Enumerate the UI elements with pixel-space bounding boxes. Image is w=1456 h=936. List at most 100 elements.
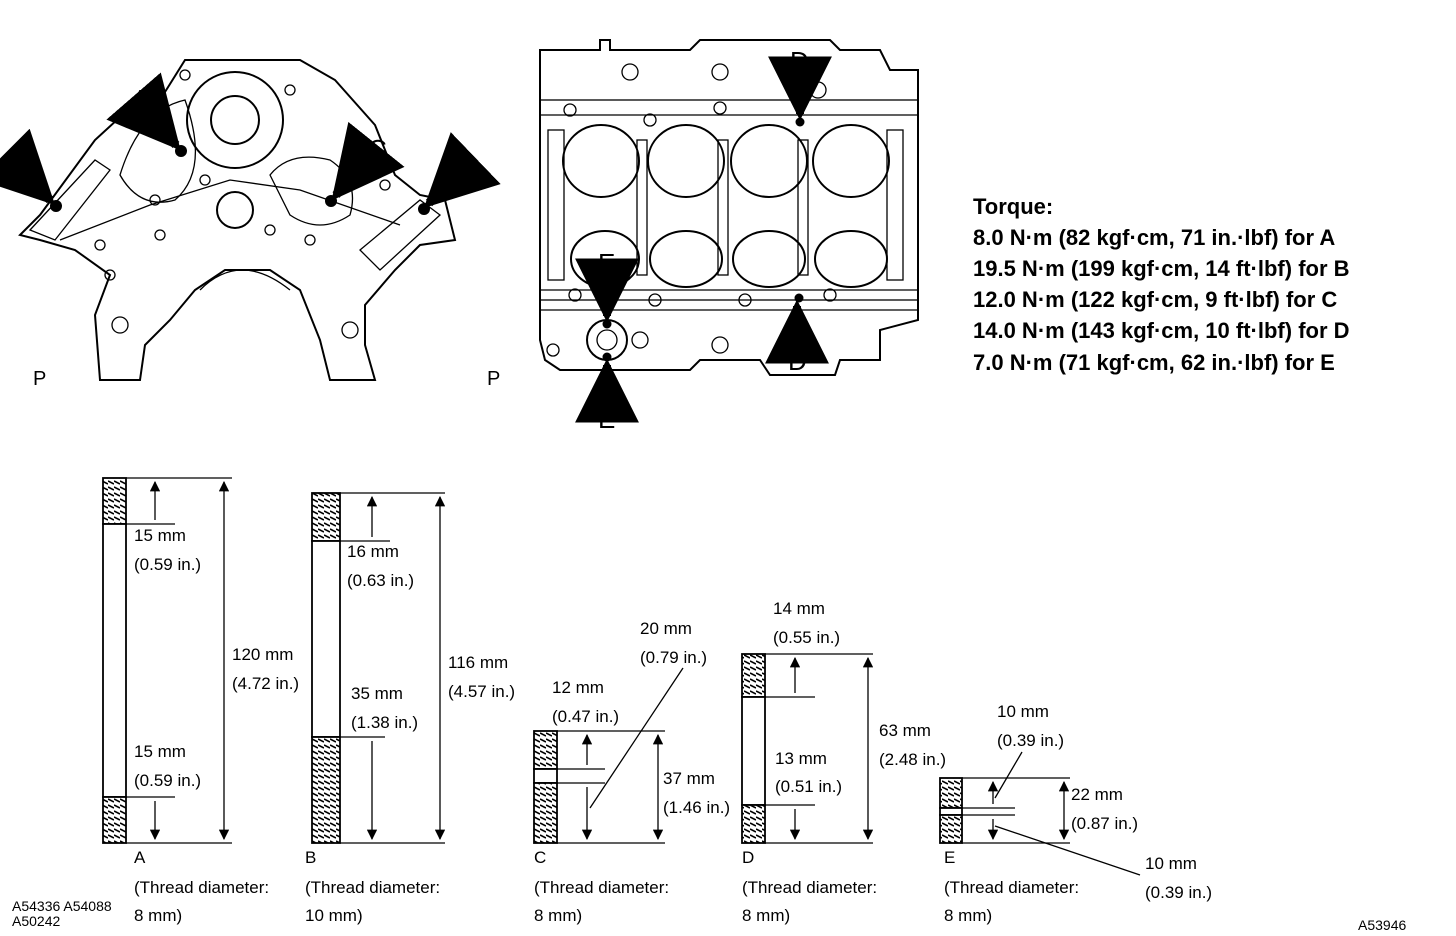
bolt-b-dim-thread: 35 mm	[351, 684, 403, 703]
bolt-d-diagram: 14 mm (0.55 in.) 13 mm (0.51 in.) 63 mm …	[741, 599, 946, 925]
bolt-a-label: A	[134, 848, 146, 867]
arrow-c	[331, 121, 405, 201]
bolt-b-thread-bottom	[311, 736, 341, 844]
torque-spec-e: 7.0 N·m (71 kgf·cm, 62 in.·lbf) for E	[973, 350, 1335, 375]
bolt-d-thread-top	[741, 653, 766, 698]
bolt-e-dim-total-in: (0.87 in.)	[1071, 814, 1138, 833]
bolt-b-dim-total-in: (4.57 in.)	[448, 682, 515, 701]
direction-label-left: P	[33, 368, 46, 390]
bolt-e-upper-marker	[602, 319, 612, 329]
bolt-d-dim-thread-in: (0.51 in.)	[775, 777, 842, 796]
bolt-d-dim-top: 14 mm	[773, 599, 825, 618]
bolt-e-shank	[939, 807, 963, 816]
bolt-e-dim-thread-in: (0.39 in.)	[1145, 883, 1212, 902]
figure-code-left-1: A54336 A54088	[12, 898, 112, 914]
engine-front-view: A B C B P	[0, 59, 501, 390]
torque-spec-d: 14.0 N·m (143 kgf·cm, 10 ft·lbf) for D	[973, 318, 1350, 343]
bolt-c-dim-top-in: (0.47 in.)	[552, 707, 619, 726]
bolt-d-upper-marker	[795, 117, 805, 127]
bolt-b-thread-label: (Thread diameter:	[305, 878, 440, 897]
bolt-c-diagram: 12 mm (0.47 in.) 20 mm (0.79 in.) 37 mm …	[533, 619, 730, 925]
bolt-e-diagram: 10 mm (0.39 in.) 10 mm (0.39 in.) 22 mm …	[939, 702, 1212, 925]
label-c: C	[368, 134, 387, 164]
bolt-c-dim-total: 37 mm	[663, 769, 715, 788]
bolt-c-thread-label: (Thread diameter:	[534, 878, 669, 897]
bolt-a-marker	[175, 145, 187, 157]
bolt-e-dim-top-in: (0.39 in.)	[997, 731, 1064, 750]
bolt-c-dim-total-in: (1.46 in.)	[663, 798, 730, 817]
bolt-c-thread-bottom	[533, 782, 558, 844]
bolt-b-diagram: 16 mm (0.63 in.) 35 mm (1.38 in.) 116 mm…	[305, 492, 515, 925]
arrow-b-right	[423, 132, 501, 208]
bolt-b-thread-size: 10 mm)	[305, 906, 363, 925]
bolt-c-thread-size: 8 mm)	[534, 906, 582, 925]
bolt-a-dim-total: 120 mm	[232, 645, 293, 664]
bolt-d-dim-top-in: (0.55 in.)	[773, 628, 840, 647]
label-b-right: B	[452, 146, 469, 176]
bolt-d-shank	[741, 696, 766, 806]
bolt-a-shank	[102, 523, 127, 798]
bolt-b-dim-total: 116 mm	[448, 653, 508, 672]
bolt-e-dim-thread: 10 mm	[1145, 854, 1197, 873]
engine-bottom-view: D E D E P	[487, 39, 919, 434]
bolt-c-dim-thread-in: (0.79 in.)	[640, 648, 707, 667]
bolt-d-thread-bottom	[741, 804, 766, 844]
bolt-b-thread-top	[311, 492, 341, 542]
direction-label-right: P	[487, 368, 500, 390]
bolt-a-dim-top-in: (0.59 in.)	[134, 555, 201, 574]
bolt-d-label: D	[742, 848, 754, 867]
bolt-b-left-marker	[50, 200, 62, 212]
bolt-b-label: B	[305, 848, 316, 867]
bolt-d-dim-thread: 13 mm	[775, 749, 827, 768]
bolt-d-thread-label: (Thread diameter:	[742, 878, 877, 897]
torque-spec-a: 8.0 N·m (82 kgf·cm, 71 in.·lbf) for A	[973, 225, 1335, 250]
bolt-c-shank	[533, 768, 558, 784]
label-a: A	[132, 84, 150, 114]
torque-heading: Torque:	[973, 194, 1053, 219]
bolt-e-thread-top	[939, 777, 963, 809]
bolt-a-thread-size: 8 mm)	[134, 906, 182, 925]
bolt-d-lower-marker	[794, 293, 804, 303]
bolt-e-thread-bottom	[939, 814, 963, 844]
bolt-a-diagram: 15 mm (0.59 in.) 15 mm (0.59 in.) 120 mm…	[102, 477, 299, 925]
label-e-lower: E	[598, 404, 615, 434]
torque-spec-c: 12.0 N·m (122 kgf·cm, 9 ft·lbf) for C	[973, 287, 1337, 312]
bolt-d-dim-total: 63 mm	[879, 721, 931, 740]
bolt-a-dim-total-in: (4.72 in.)	[232, 674, 299, 693]
bolt-b-right-marker	[418, 203, 430, 215]
bolt-c-dim-top: 12 mm	[552, 678, 604, 697]
bolt-e-lower-marker	[602, 352, 612, 362]
bolt-c-marker	[325, 195, 337, 207]
bolt-e-label: E	[944, 848, 955, 867]
bolt-e-thread-label: (Thread diameter:	[944, 878, 1079, 897]
label-e-upper: E	[598, 248, 615, 278]
figure-code-right: A53946	[1358, 917, 1406, 933]
bolt-e-thread-size: 8 mm)	[944, 906, 992, 925]
bolt-a-dim-bottom: 15 mm	[134, 742, 186, 761]
bolt-b-shank	[311, 540, 341, 738]
bolt-c-label: C	[534, 848, 546, 867]
bolt-e-dim-top: 10 mm	[997, 702, 1049, 721]
bolt-c-thread-top	[533, 730, 558, 770]
bolt-a-dim-bottom-in: (0.59 in.)	[134, 771, 201, 790]
bolt-a-thread-label: (Thread diameter:	[134, 878, 269, 897]
bolt-e-dim-total: 22 mm	[1071, 785, 1123, 804]
bolt-b-dim-thread-in: (1.38 in.)	[351, 713, 418, 732]
torque-specs: Torque: 8.0 N·m (82 kgf·cm, 71 in.·lbf) …	[973, 194, 1350, 375]
arrow-a	[106, 72, 181, 151]
bolt-a-thread-top	[102, 477, 127, 525]
bolt-d-thread-size: 8 mm)	[742, 906, 790, 925]
bolt-a-dim-top: 15 mm	[134, 526, 186, 545]
bolt-a-thread-bottom	[102, 796, 127, 844]
label-d-lower: D	[788, 346, 807, 376]
figure-code-left-2: A50242	[12, 913, 60, 929]
label-d-upper: D	[790, 46, 809, 76]
arrow-b-left	[0, 128, 56, 206]
bolt-d-dim-total-in: (2.48 in.)	[879, 750, 946, 769]
bolt-b-dim-top: 16 mm	[347, 542, 399, 561]
torque-spec-b: 19.5 N·m (199 kgf·cm, 14 ft·lbf) for B	[973, 256, 1350, 281]
bolt-c-dim-thread: 20 mm	[640, 619, 692, 638]
bolt-b-dim-top-in: (0.63 in.)	[347, 571, 414, 590]
label-b-left: B	[10, 146, 27, 176]
